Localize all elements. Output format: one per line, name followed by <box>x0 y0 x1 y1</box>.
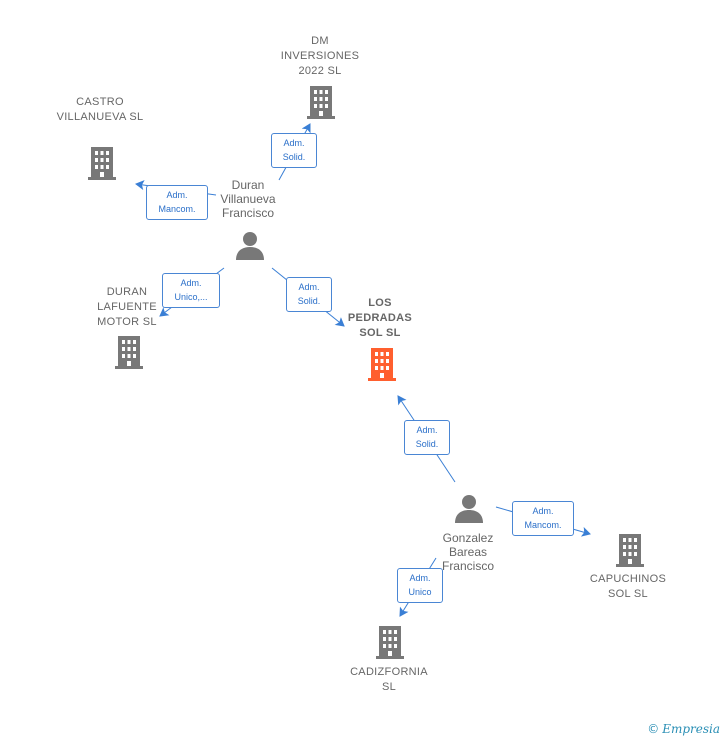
building-icon-pedradas[interactable] <box>366 346 398 382</box>
person-label-duran[interactable]: Duran Villanueva Francisco <box>220 178 276 220</box>
company-label-lafuente[interactable]: DURAN LAFUENTE MOTOR SL <box>97 286 157 328</box>
copyright-icon: © <box>647 722 660 736</box>
role-badge-duran-dm[interactable]: Adm. Solid. <box>271 133 317 168</box>
person-icon-duran[interactable] <box>235 230 265 262</box>
company-label-capuchinos[interactable]: CAPUCHINOS SOL SL <box>589 573 667 600</box>
company-label-pedradas[interactable]: LOS PEDRADAS SOL SL <box>347 297 413 339</box>
role-badge-duran-pedradas[interactable]: Adm. Solid. <box>286 277 332 312</box>
role-badge-gonzalez-cadiz[interactable]: Adm. Unico <box>397 568 443 603</box>
building-icon-lafuente[interactable] <box>113 334 145 370</box>
building-icon-capuchinos[interactable] <box>614 532 646 568</box>
building-icon-dm[interactable] <box>305 84 337 120</box>
building-icon-cadiz[interactable] <box>374 624 406 660</box>
building-icon-castro[interactable] <box>86 145 118 181</box>
person-label-gonzalez[interactable]: Gonzalez Bareas Francisco <box>441 531 494 573</box>
company-label-dm[interactable]: DM INVERSIONES 2022 SL <box>280 35 360 77</box>
role-badge-gonzalez-capuchinos[interactable]: Adm. Mancom. <box>512 501 574 536</box>
watermark-brand: Empresia <box>662 722 720 736</box>
watermark: ©Empresia <box>647 722 720 736</box>
role-badge-duran-lafuente[interactable]: Adm. Unico,... <box>162 273 220 308</box>
company-label-cadiz[interactable]: CADIZFORNIA SL <box>350 666 428 693</box>
person-icon-gonzalez[interactable] <box>454 493 484 525</box>
company-label-castro[interactable]: CASTRO VILLANUEVA SL <box>56 96 144 123</box>
role-badge-duran-castro[interactable]: Adm. Mancom. <box>146 185 208 220</box>
role-badge-gonzalez-pedradas[interactable]: Adm. Solid. <box>404 420 450 455</box>
